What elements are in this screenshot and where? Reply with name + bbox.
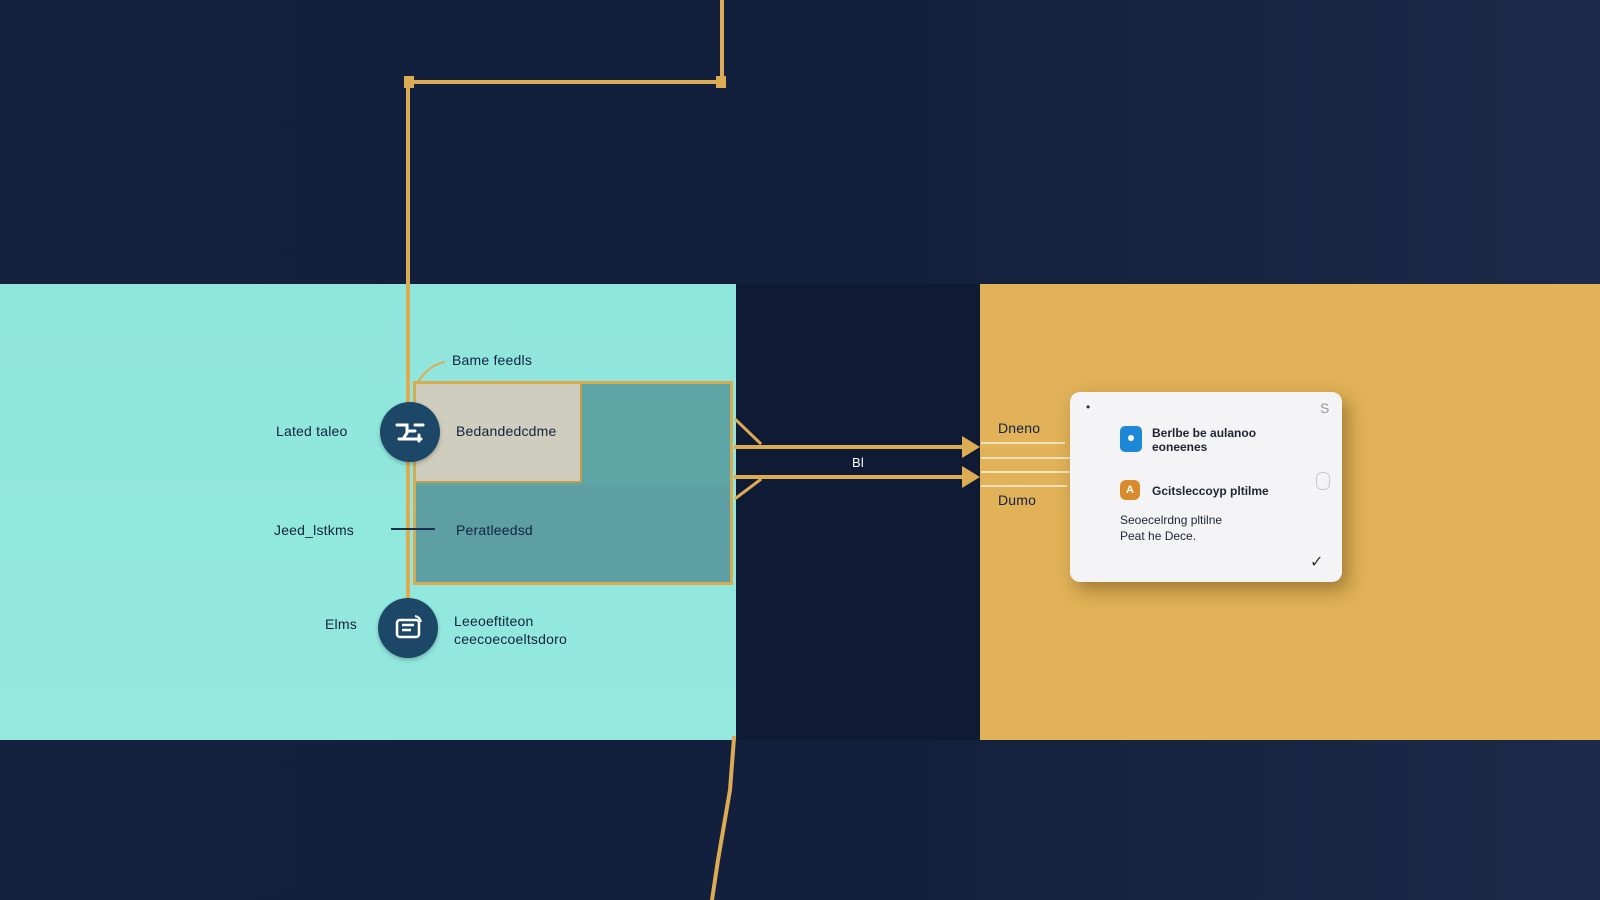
card-item1-line2: eoneenes xyxy=(1152,440,1208,454)
right-label-lower: Dumo xyxy=(998,492,1037,508)
badge-glyph-icon xyxy=(1128,435,1134,441)
lower-box-label: Peratleedsd xyxy=(456,522,533,538)
connector-label: Bl xyxy=(852,455,864,470)
document-glyph-icon xyxy=(395,615,422,639)
blue-app-badge-icon xyxy=(1120,426,1142,452)
left-label-lower: Elms xyxy=(325,616,357,632)
card-body: Seoecelrdng pltilne Peat he Dece. xyxy=(1120,512,1222,544)
orange-app-badge-icon: A xyxy=(1120,480,1140,500)
close-icon[interactable]: S xyxy=(1320,400,1330,416)
center-dark-band xyxy=(736,284,980,740)
badge-letter-icon: A xyxy=(1126,484,1134,496)
card-item2: Gcitsleccoyp pltilme xyxy=(1152,484,1269,498)
document-stack-icon[interactable] xyxy=(378,598,438,658)
lower-circle-text-line2: ceecoecoeltsdoro xyxy=(454,631,567,647)
card-body-line1: Seoecelrdng pltilne xyxy=(1120,513,1223,527)
lower-circle-text: Leeoeftiteon ceecoecoeltsdoro xyxy=(454,612,567,648)
card-body-line2: Peat he Dece. xyxy=(1120,529,1197,543)
left-label-upper: Lated taleo xyxy=(276,423,348,439)
check-icon[interactable]: ✓ xyxy=(1310,554,1324,571)
lower-circle-text-line1: Leeoeftiteon xyxy=(454,613,534,629)
left-label-middle: Jeed_lstkms xyxy=(274,522,355,538)
pipeline-glyph-icon xyxy=(395,423,425,443)
top-label: Bame feedls xyxy=(452,352,533,368)
right-label-upper: Dneno xyxy=(998,420,1041,436)
pipeline-icon[interactable] xyxy=(380,402,440,462)
upper-box-label: Bedandedcdme xyxy=(456,423,557,439)
lower-inner-box xyxy=(416,486,730,582)
card-toggle[interactable] xyxy=(1316,472,1330,490)
card-top-dot: • xyxy=(1086,400,1091,414)
card-item1-line1: Berlbe be aulanoo xyxy=(1152,426,1257,440)
card-item1: Berlbe be aulanoo eoneenes xyxy=(1152,426,1256,454)
upper-inner-box xyxy=(416,384,582,483)
notification-card[interactable]: • S Berlbe be aulanoo eoneenes A Gcitsle… xyxy=(1070,392,1342,582)
